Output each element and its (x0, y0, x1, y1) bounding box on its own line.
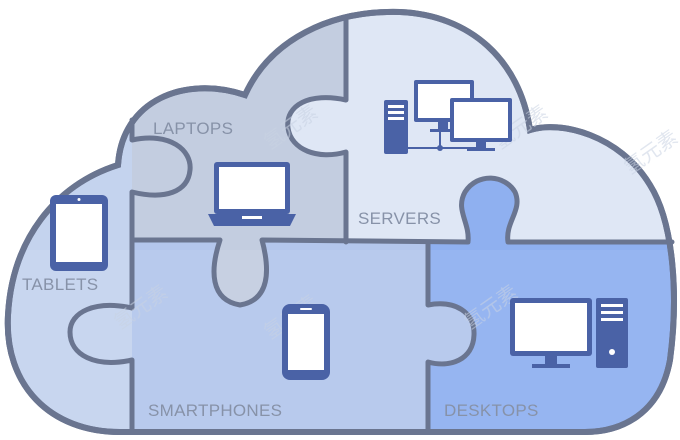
smartphones-label: SMARTPHONES (148, 401, 282, 420)
servers-label: SERVERS (358, 209, 441, 228)
laptops-bottom-knob (214, 240, 267, 305)
servers-knob (287, 97, 346, 155)
laptop-icon (208, 162, 296, 226)
desktop-icon (510, 298, 628, 368)
tablets-label: TABLETS (22, 275, 98, 294)
smartphones-knob (428, 303, 475, 364)
tablet-icon (50, 195, 108, 271)
desktops-label: DESKTOPS (444, 401, 539, 420)
smartphone-icon (282, 304, 330, 380)
tablets-knob (70, 305, 131, 363)
desktops-knob (461, 178, 518, 244)
cloud-border (4, 8, 677, 435)
laptops-label: LAPTOPS (153, 119, 233, 138)
puzzle-seams (67, 17, 675, 435)
smartphones-piece (132, 242, 428, 432)
watermark-text: 氢元素 (619, 125, 680, 179)
laptops-piece (130, 60, 345, 240)
servers-icon (384, 80, 512, 154)
laptops-knob (134, 138, 191, 196)
